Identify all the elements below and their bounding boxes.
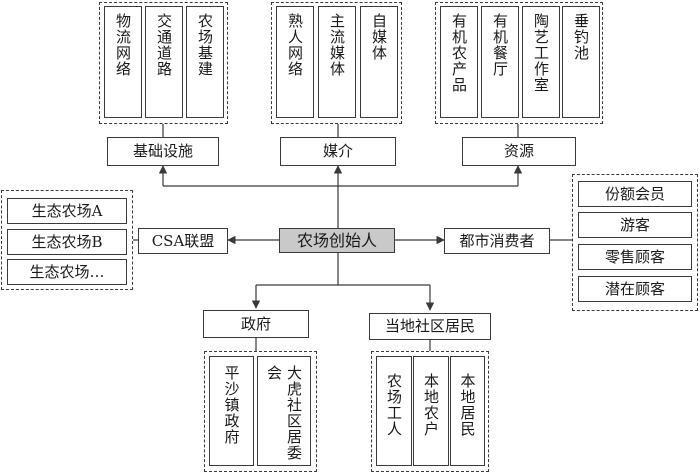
infrastructure-item: 农场基建 (186, 6, 224, 118)
csa-farm-item: 生态农场A (7, 198, 127, 224)
csa-alliance-label: CSA联盟 (138, 228, 228, 254)
urban-consumers-label: 都市消费者 (444, 228, 550, 254)
resources-item: 有机农产品 (440, 6, 478, 118)
media-label: 媒介 (280, 137, 396, 166)
resources-item: 陶艺工作室 (522, 6, 560, 118)
csa-farm-item: 生态农场… (7, 259, 127, 285)
government-item: 大虎社区居委会 (257, 356, 311, 466)
consumers-group (572, 174, 698, 311)
resources-label: 资源 (462, 137, 576, 166)
infrastructure-item: 交通道路 (145, 6, 183, 118)
csa-farm-item: 生态农场B (7, 229, 127, 255)
community-residents-label: 当地社区居民 (369, 313, 491, 340)
resources-group (435, 2, 603, 124)
consumer-item: 游客 (578, 212, 692, 238)
csa-group (1, 190, 133, 290)
government-item: 平沙镇政府 (209, 356, 254, 466)
government-label: 政府 (203, 310, 309, 338)
infrastructure-item: 物流网络 (104, 6, 142, 118)
resources-item: 垂钓池 (562, 6, 600, 118)
community-group (371, 351, 489, 472)
consumer-item: 潜在顾客 (578, 276, 692, 302)
media-group (271, 2, 402, 124)
infrastructure-group (99, 2, 228, 124)
government-group (204, 351, 317, 472)
community-item: 本地居民 (450, 356, 485, 466)
media-item: 自媒体 (360, 6, 398, 118)
community-item: 农场工人 (376, 356, 412, 466)
infrastructure-label: 基础设施 (107, 137, 219, 166)
farm-founder-node: 农场创始人 (279, 228, 395, 253)
community-item: 本地农户 (413, 356, 449, 466)
media-item: 熟人网络 (276, 6, 314, 118)
consumer-item: 份额会员 (578, 181, 692, 207)
consumer-item: 零售顾客 (578, 244, 692, 270)
media-item: 主流媒体 (318, 6, 356, 118)
resources-item: 有机餐厅 (481, 6, 519, 118)
